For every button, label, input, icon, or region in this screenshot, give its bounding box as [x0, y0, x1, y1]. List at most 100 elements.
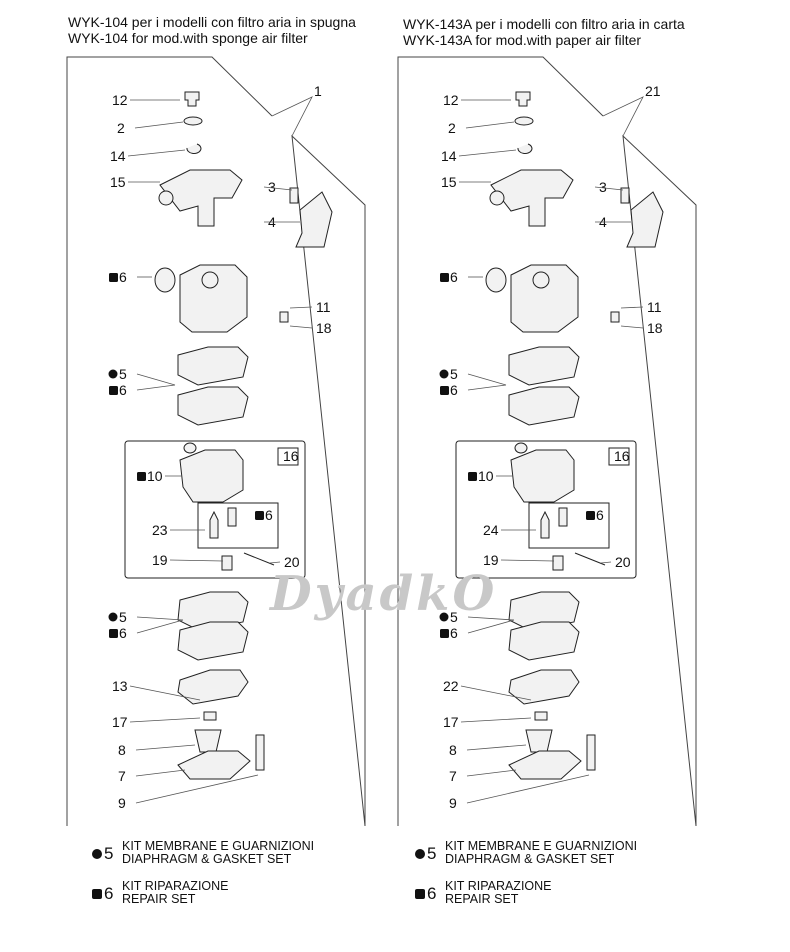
leader-line [620, 325, 644, 329]
plug-10-icon [183, 442, 197, 454]
part-label-p7: 7 [118, 768, 126, 784]
part-label-p18: 18 [647, 320, 663, 336]
header-left-it: WYK-104 per i modelli con filtro aria in… [68, 14, 356, 30]
throttle-body-15-icon [159, 169, 243, 227]
diaphragm-6b-icon [177, 621, 249, 661]
leader-line [127, 149, 186, 157]
part-label-p17: 17 [443, 714, 459, 730]
part-label-p6b: 6 [450, 382, 458, 398]
carb-body-port-icon [532, 271, 550, 289]
pin-20-icon [574, 552, 606, 566]
gasket-5-icon [508, 346, 580, 386]
washer-2-icon [183, 116, 203, 126]
kit-16-box-icon [455, 440, 637, 579]
part-label-p9: 9 [449, 795, 457, 811]
part-label-p12: 12 [112, 92, 128, 108]
leader-line [135, 744, 196, 751]
header-left: WYK-104 per i modelli con filtro aria in… [68, 14, 356, 46]
bolt-9-icon [255, 734, 265, 771]
part-label-p7: 7 [449, 768, 457, 784]
carb-body-icon [510, 264, 579, 333]
needle-subbox-icon [197, 502, 279, 549]
screw-12-icon [515, 91, 531, 107]
square-marker-icon [440, 629, 449, 638]
square-marker-icon [586, 511, 595, 520]
square-marker-icon [255, 511, 264, 520]
plug-10-icon [514, 442, 528, 454]
part-label-p15: 15 [441, 174, 457, 190]
part-label-pneedle: 24 [483, 522, 499, 538]
gasket-5b-icon [177, 591, 249, 631]
cover-7-icon [508, 750, 582, 780]
leader-line [620, 306, 644, 309]
spring-icon [558, 507, 568, 527]
leader-line [136, 619, 184, 634]
assembly-leader [271, 96, 313, 137]
assembly-leader [602, 96, 644, 137]
needle-valve-icon [540, 510, 550, 539]
leader-line [467, 373, 507, 386]
leader-line [129, 717, 201, 723]
diaphragm-6-icon [508, 386, 580, 426]
cup-8-icon [525, 729, 553, 753]
circle-marker-icon [92, 849, 102, 860]
seal-ring-6-icon [154, 267, 176, 293]
square-marker-icon [137, 472, 146, 481]
leader-line [466, 774, 590, 804]
kit-16-badge-icon [608, 447, 630, 466]
valve-17-icon [203, 711, 217, 721]
leader-line [500, 559, 555, 562]
screw-19-icon [552, 555, 564, 571]
leader-line [136, 616, 184, 621]
part-label-p20: 20 [615, 554, 631, 570]
part-label-p6c: 6 [265, 507, 273, 523]
leader-line [467, 616, 515, 621]
part-label-p19: 19 [152, 552, 168, 568]
part-label-p12: 12 [443, 92, 459, 108]
header-right: WYK-143A per i modelli con filtro aria i… [403, 16, 685, 48]
leader-line [466, 769, 517, 777]
leader-line [135, 769, 186, 777]
part-label-p6c: 6 [596, 507, 604, 523]
leader-line [594, 186, 624, 191]
leader-line [466, 744, 527, 751]
part-label-p18: 18 [316, 320, 332, 336]
panel-outline [66, 56, 366, 827]
leader-line [600, 561, 612, 564]
part-label-p3: 3 [599, 179, 607, 195]
jet-11-18-icon [279, 311, 289, 323]
screw-19-icon [221, 555, 233, 571]
washer-2-icon [514, 116, 534, 126]
leader-line [460, 717, 532, 723]
header-right-en: WYK-143A for mod.with paper air filter [403, 32, 642, 48]
part-label-p10: 10 [478, 468, 494, 484]
valve-plate-icon [508, 669, 580, 705]
part-label-p6d: 6 [450, 625, 458, 641]
leader-line [289, 306, 313, 309]
part-label-p6d: 6 [119, 625, 127, 641]
screw-3-icon [620, 187, 630, 204]
throttle-port-icon [158, 190, 174, 206]
part-label-p6a: 6 [450, 269, 458, 285]
gasket-5b-icon [508, 591, 580, 631]
square-marker-icon [415, 889, 425, 900]
diaphragm-6b-icon [508, 621, 580, 661]
leader-line [129, 685, 201, 701]
square-marker-icon [468, 472, 477, 481]
circle-marker-icon [439, 612, 449, 622]
part-label-p5a: 5 [450, 366, 458, 382]
spring-icon [227, 507, 237, 527]
part-label-p8: 8 [449, 742, 457, 758]
bolt-9-icon [586, 734, 596, 771]
circle-marker-icon [108, 612, 118, 622]
needle-valve-icon [209, 510, 219, 539]
leader-line [169, 559, 224, 562]
